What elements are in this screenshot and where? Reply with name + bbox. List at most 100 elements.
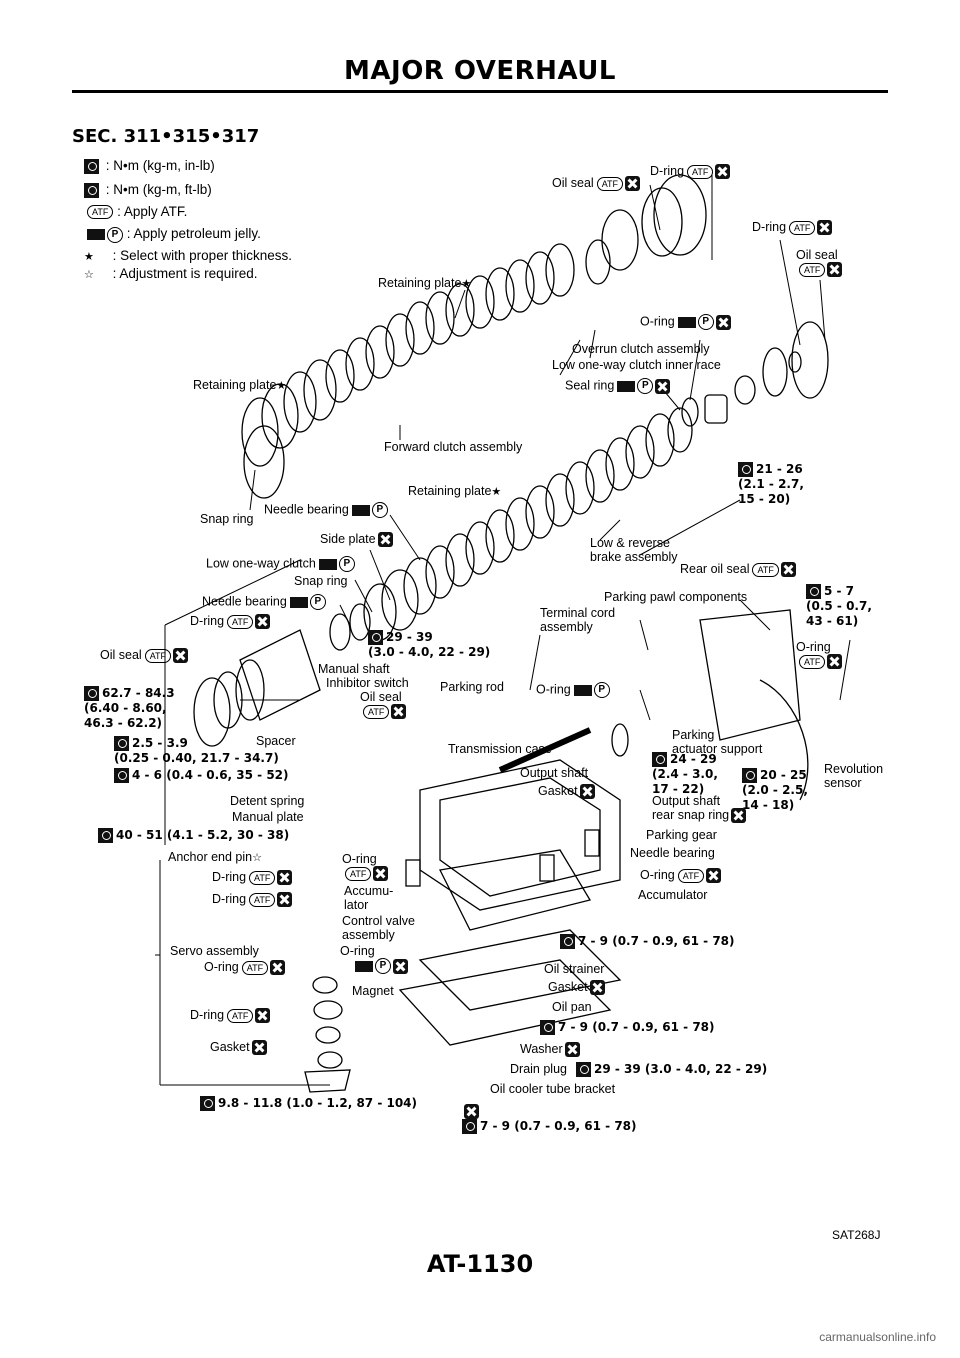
transmission-case-label: Transmission case [448,742,552,756]
needle-bearing-label: Needle bearing [630,846,715,860]
petroleum-jelly-mark: P [352,958,408,974]
replace-icon [270,960,286,976]
oil-strainer-label: Oil strainer [544,962,605,976]
snap-ring-label: Snap ring [200,512,254,526]
black-star-icon: ★ [84,251,94,263]
inhibitor-switch-label: Inhibitor switch [326,676,409,690]
section-label: SEC. 311•315•317 [72,126,260,147]
low-one-way-inner-race-label: Low one-way clutch inner race [552,358,721,372]
figure-code: SAT268J [832,1228,881,1242]
clutch-plates-upper [241,174,707,499]
torque-wrench-icon [84,182,99,198]
torque-7-9: 7 - 9 (0.7 - 0.9, 61 - 78) [560,934,735,949]
replace-icon [393,958,408,974]
torque-21-26: 21 - 26(2.1 - 2.7,15 - 20) [738,462,804,506]
legend-torque-ft-lb: : N•m (kg-m, ft-lb) [84,182,212,198]
torque-29-39: 29 - 39(3.0 - 4.0, 22 - 29) [368,630,491,659]
replace-icon [817,220,833,236]
torque-9-8: 9.8 - 11.8 (1.0 - 1.2, 87 - 104) [200,1096,417,1111]
magnet-label: Magnet [352,984,394,998]
gasket-label: Gasket [538,784,595,800]
replace-icon [373,866,389,882]
replace-icon [391,704,407,720]
replace-icon [464,1104,479,1119]
parking-gear-label: Parking gear [646,828,717,842]
torque-62-84: 62.7 - 84.3(6.40 - 8.60,46.3 - 62.2) [84,686,175,730]
torque-24-29: 24 - 29(2.4 - 3.0,17 - 22) [652,752,718,796]
page-number: AT-1130 [426,1250,534,1278]
replace-icon [277,892,293,908]
replace-icon [255,1008,271,1024]
snap-ring-label: Snap ring [294,574,348,588]
replace-icon [173,648,189,664]
parking-pawl-label: Parking pawl components [604,590,748,604]
accumulator-label: Accumulator [638,888,708,902]
overrun-clutch-label: Overrun clutch assembly [572,342,710,356]
torque-29-39: 29 - 39 (3.0 - 4.0, 22 - 29) [576,1062,767,1077]
anchor-end-pin-label: Anchor end pin☆ [168,850,262,864]
replace-icon [715,164,731,180]
retaining-plate-label: Retaining plate★ [193,378,287,392]
replace-icon [564,1042,580,1058]
title-rule [72,90,888,93]
oil-pan-label: Oil pan [552,1000,592,1014]
forward-clutch-label: Forward clutch assembly [384,440,523,454]
o-ring-label: O-ring [340,944,375,958]
petroleum-jelly-icon: P [87,226,123,243]
oil-cooler-bracket-label: Oil cooler tube bracket [490,1082,616,1096]
replace-icon [255,614,271,630]
replace-icon [731,808,747,824]
replace-icon [655,378,671,394]
replace-icon [827,654,843,670]
gasket-label: Gasket [210,1040,267,1056]
legend-torque-in-lb: : N•m (kg-m, in-lb) [84,158,215,174]
replace-icon [780,562,796,578]
spacer-label: Spacer [256,734,296,748]
torque-4-6: 4 - 6 (0.4 - 0.6, 35 - 52) [114,768,289,783]
white-star-icon: ☆ [84,269,94,281]
torque-5-7: 5 - 7(0.5 - 0.7,43 - 61) [806,584,872,628]
drain-plug-label: Drain plug [510,1062,567,1076]
torque-20-25: 20 - 25(2.0 - 2.5,14 - 18) [742,768,808,812]
legend-petroleum-jelly: P : Apply petroleum jelly. [84,226,261,243]
replace-icon [625,176,641,192]
watermark: carmanualsonline.info [819,1330,936,1344]
replace-icon [706,868,722,884]
manual-shaft-label: Manual shaft [318,662,390,676]
legend-atf: ATF : Apply ATF. [84,204,187,220]
retaining-plate-label: Retaining plate★ [378,276,472,290]
torque-wrench-icon [84,158,99,174]
detent-spring-label: Detent spring [230,794,305,808]
replace-icon [277,870,293,886]
replace-icon [589,980,605,996]
replace-icon [715,314,731,330]
gasket-label: Gasket [548,980,605,996]
torque-7-9: 7 - 9 (0.7 - 0.9, 61 - 78) [540,1020,715,1035]
replace-icon [251,1040,267,1056]
torque-40-51: 40 - 51 (4.1 - 5.2, 30 - 38) [98,828,289,843]
accumulator-label: Accumu-lator [344,884,394,912]
servo-assembly-label: Servo assembly [170,944,259,958]
